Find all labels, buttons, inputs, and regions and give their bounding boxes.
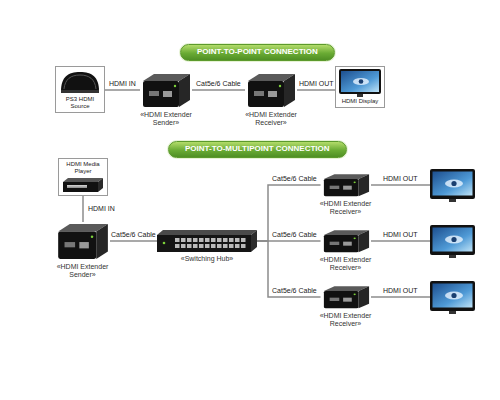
- switch-icon: [157, 230, 257, 252]
- device-caption: HDMI Display: [337, 98, 383, 105]
- banner-title: POINT-TO-MULTIPOINT CONNECTION: [185, 145, 330, 154]
- cable-line: [192, 89, 245, 91]
- caption-holder: «HDMI Extender Sender»: [50, 263, 115, 279]
- device-label: «HDMI Extender Receiver»: [318, 312, 373, 328]
- port-label: HDMI OUT: [382, 287, 419, 295]
- cable-label: Cat5e/6 Cable: [271, 175, 318, 183]
- device-caption: PS3 HDMI Source: [57, 96, 103, 110]
- extender-icon: [321, 173, 371, 197]
- cable-label: Cat5e/6 Cable: [271, 287, 318, 295]
- icon-holder: [61, 177, 105, 193]
- cable-label: Cat5e/6 Cable: [195, 80, 242, 88]
- icon-holder: [321, 229, 371, 253]
- icon-holder: [321, 285, 371, 309]
- icon-holder: [157, 230, 257, 252]
- device-node: «HDMI Extender Receiver»: [318, 173, 373, 216]
- cable-label: HDMI IN: [87, 205, 116, 213]
- caption-holder: «Switching Hub»: [157, 255, 257, 263]
- display-icon: [338, 69, 382, 97]
- icon-holder: [338, 69, 382, 97]
- device-box: HDMI Display: [335, 66, 385, 108]
- icon-holder: [55, 222, 110, 260]
- device-node: «HDMI Extender Receiver»: [318, 229, 373, 272]
- device-caption: HDMI Media Player: [60, 161, 106, 175]
- cable-line: [82, 196, 84, 222]
- device-node: «HDMI Extender Sender»: [50, 222, 115, 279]
- device-node: «Switching Hub»: [157, 230, 257, 263]
- cable-line: [297, 89, 335, 91]
- port-label: HDMI OUT: [382, 175, 419, 183]
- port-label: HDMI OUT: [382, 231, 419, 239]
- device-label: «HDMI Extender Receiver»: [318, 200, 373, 216]
- device-label: «HDMI Extender Sender»: [132, 111, 200, 127]
- cable-label: Cat5e/6 Cable: [271, 231, 318, 239]
- device-box: HDMI Media Player: [58, 158, 108, 196]
- device-label: «HDMI Extender Sender»: [50, 263, 115, 279]
- cable-label: HDMI IN: [108, 80, 137, 88]
- extender-icon: [321, 229, 371, 253]
- caption-holder: HDMI Display: [337, 98, 383, 105]
- caption-holder: «HDMI Extender Sender»: [132, 111, 200, 127]
- device-label: «HDMI Extender Receiver»: [318, 256, 373, 272]
- extender-icon: [140, 72, 192, 108]
- device-box: PS3 HDMI Source: [55, 66, 105, 113]
- device-label: «Switching Hub»: [157, 255, 257, 263]
- display-icons: [430, 169, 475, 314]
- section-banner: POINT-TO-POINT CONNECTION: [180, 44, 335, 61]
- icon-holder: [321, 173, 371, 197]
- device-node: «HDMI Extender Receiver»: [237, 72, 305, 127]
- cable-label: HDMI OUT: [298, 80, 335, 88]
- caption-holder: «HDMI Extender Receiver»: [318, 200, 373, 216]
- cable-label: Cat5e/6 Cable: [110, 231, 157, 239]
- cable-line: [110, 240, 157, 242]
- extender-icon: [55, 222, 110, 260]
- caption-holder: PS3 HDMI Source: [57, 96, 103, 110]
- caption-holder: «HDMI Extender Receiver»: [237, 111, 305, 127]
- cable-line: [105, 89, 140, 91]
- cable-line: [257, 185, 321, 241]
- device-node: «HDMI Extender Receiver»: [318, 285, 373, 328]
- extender-icon: [245, 72, 297, 108]
- console-icon: [58, 69, 102, 95]
- device-node: «HDMI Extender Sender»: [132, 72, 200, 127]
- icon-holder: [58, 69, 102, 95]
- icon-holder: [245, 72, 297, 108]
- device-label: «HDMI Extender Receiver»: [237, 111, 305, 127]
- section-banner: POINT-TO-MULTIPOINT CONNECTION: [168, 141, 347, 158]
- cable-line: [257, 241, 321, 297]
- banner-title: POINT-TO-POINT CONNECTION: [197, 48, 318, 57]
- extender-icon: [321, 285, 371, 309]
- hdmi-out-wires: [371, 185, 430, 297]
- icon-holder: [140, 72, 192, 108]
- caption-holder: «HDMI Extender Receiver»: [318, 256, 373, 272]
- caption-holder: «HDMI Extender Receiver»: [318, 312, 373, 328]
- player-icon: [61, 177, 105, 193]
